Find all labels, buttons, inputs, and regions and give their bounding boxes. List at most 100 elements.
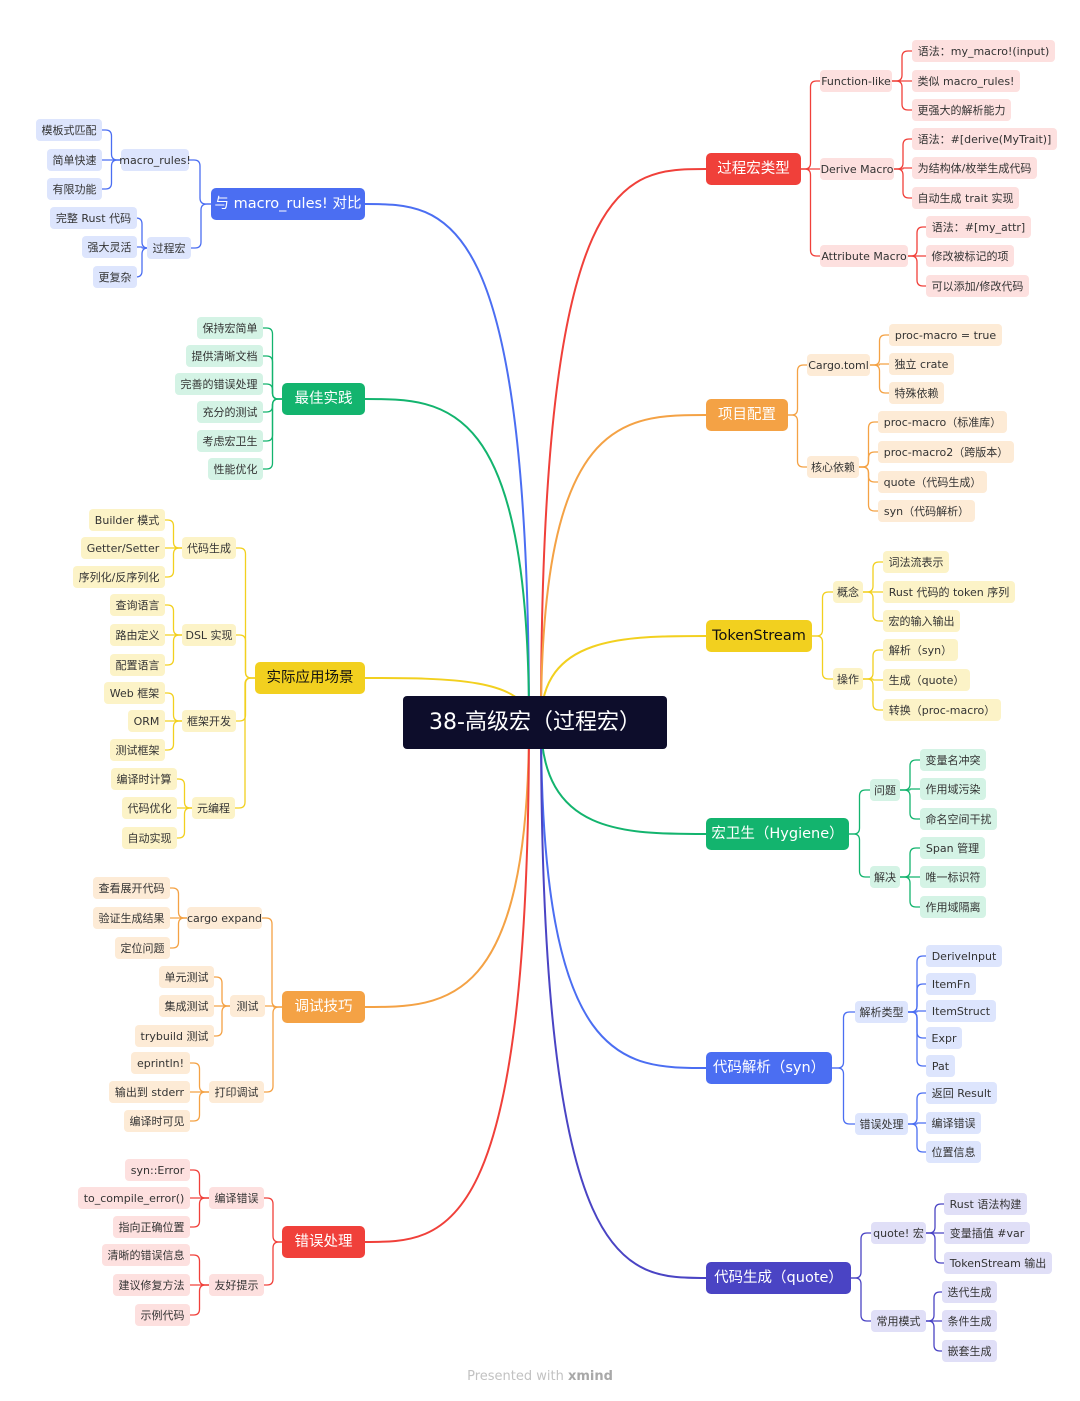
branch-topic[interactable]: 过程宏类型 [706, 153, 801, 185]
leaf-topic[interactable]: 嵌套生成 [942, 1340, 997, 1362]
leaf-topic[interactable]: trybuild 测试 [135, 1025, 214, 1047]
leaf-topic[interactable]: 编译时可见 [124, 1110, 190, 1132]
leaf-topic[interactable]: 路由定义 [110, 624, 165, 646]
leaf-topic[interactable]: ItemStruct [926, 1000, 996, 1022]
leaf-topic[interactable]: 自动生成 trait 实现 [912, 187, 1019, 209]
leaf-topic[interactable]: ItemFn [926, 973, 976, 995]
leaf-topic[interactable]: 词法流表示 [883, 551, 949, 573]
subtopic[interactable]: DSL 实现 [182, 624, 236, 646]
leaf-topic[interactable]: Getter/Setter [81, 537, 165, 559]
leaf-topic[interactable]: 唯一标识符 [920, 866, 986, 888]
branch-topic[interactable]: 调试技巧 [282, 991, 365, 1023]
leaf-topic[interactable]: 序列化/反序列化 [73, 566, 165, 588]
leaf-topic[interactable]: 宏的输入输出 [883, 610, 960, 632]
leaf-topic[interactable]: 代码优化 [122, 797, 177, 819]
leaf-topic[interactable]: syn（代码解析） [878, 500, 975, 522]
leaf-topic[interactable]: 命名空间干扰 [920, 808, 997, 830]
leaf-topic[interactable]: 语法：my_macro!(input) [912, 40, 1055, 62]
subtopic[interactable]: 问题 [870, 779, 900, 801]
root-topic[interactable]: 38-高级宏（过程宏） [403, 696, 667, 749]
leaf-topic[interactable]: 完整 Rust 代码 [50, 207, 137, 229]
subtopic[interactable]: 操作 [833, 668, 863, 690]
subtopic[interactable]: Attribute Macro [820, 245, 908, 267]
leaf-topic[interactable]: 示例代码 [135, 1304, 190, 1326]
leaf-topic[interactable]: 可以添加/修改代码 [926, 275, 1029, 297]
leaf-topic[interactable]: 返回 Result [926, 1082, 997, 1104]
leaf-topic[interactable]: 迭代生成 [942, 1281, 997, 1303]
leaf-topic[interactable]: 编译错误 [926, 1112, 981, 1134]
leaf-topic[interactable]: 位置信息 [926, 1141, 981, 1163]
branch-topic[interactable]: 代码解析（syn） [706, 1052, 832, 1084]
subtopic[interactable]: 过程宏 [147, 237, 191, 259]
leaf-topic[interactable]: 查询语言 [110, 594, 165, 616]
branch-topic[interactable]: TokenStream [706, 620, 812, 652]
leaf-topic[interactable]: Pat [926, 1055, 955, 1077]
subtopic[interactable]: 核心依赖 [807, 456, 859, 478]
leaf-topic[interactable]: 指向正确位置 [113, 1216, 190, 1238]
leaf-topic[interactable]: Builder 模式 [89, 509, 165, 531]
leaf-topic[interactable]: 配置语言 [110, 654, 165, 676]
leaf-topic[interactable]: 生成（quote） [883, 669, 970, 691]
leaf-topic[interactable]: proc-macro2（跨版本） [878, 441, 1014, 463]
leaf-topic[interactable]: 考虑宏卫生 [197, 430, 263, 452]
leaf-topic[interactable]: 定位问题 [115, 937, 170, 959]
leaf-topic[interactable]: 转换（proc-macro） [883, 699, 1001, 721]
leaf-topic[interactable]: 自动实现 [122, 827, 177, 849]
branch-topic[interactable]: 代码生成（quote） [706, 1262, 851, 1294]
leaf-topic[interactable]: proc-macro = true [889, 324, 1002, 346]
leaf-topic[interactable]: Rust 语法构建 [944, 1193, 1027, 1215]
leaf-topic[interactable]: 单元测试 [159, 966, 214, 988]
leaf-topic[interactable]: Expr [926, 1027, 962, 1049]
leaf-topic[interactable]: 解析（syn） [883, 639, 958, 661]
leaf-topic[interactable]: 测试框架 [110, 739, 165, 761]
leaf-topic[interactable]: 独立 crate [889, 353, 954, 375]
leaf-topic[interactable]: proc-macro（标准库） [878, 411, 1007, 433]
subtopic[interactable]: 元编程 [192, 797, 235, 819]
leaf-topic[interactable]: eprintln! [131, 1052, 190, 1074]
leaf-topic[interactable]: TokenStream 输出 [944, 1252, 1052, 1274]
leaf-topic[interactable]: 变量插值 #var [944, 1222, 1030, 1244]
leaf-topic[interactable]: 充分的测试 [197, 401, 263, 423]
subtopic[interactable]: 框架开发 [182, 710, 236, 732]
leaf-topic[interactable]: 提供清晰文档 [186, 345, 263, 367]
branch-topic[interactable]: 与 macro_rules! 对比 [211, 188, 365, 220]
subtopic[interactable]: 测试 [230, 995, 265, 1017]
leaf-topic[interactable]: 作用域污染 [920, 778, 986, 800]
subtopic[interactable]: Cargo.toml [807, 354, 870, 376]
leaf-topic[interactable]: 有限功能 [47, 178, 102, 200]
leaf-topic[interactable]: ORM [128, 710, 165, 732]
subtopic[interactable]: macro_rules! [119, 149, 191, 171]
leaf-topic[interactable]: Rust 代码的 token 序列 [883, 581, 1015, 603]
leaf-topic[interactable]: 清晰的错误信息 [102, 1244, 190, 1266]
leaf-topic[interactable]: 变量名冲突 [920, 749, 986, 771]
subtopic[interactable]: 错误处理 [855, 1113, 908, 1135]
leaf-topic[interactable]: 更强大的解析能力 [912, 99, 1011, 121]
subtopic[interactable]: 概念 [833, 581, 863, 603]
leaf-topic[interactable]: 修改被标记的项 [926, 245, 1014, 267]
subtopic[interactable]: 友好提示 [209, 1274, 264, 1296]
leaf-topic[interactable]: 类似 macro_rules! [912, 70, 1020, 92]
leaf-topic[interactable]: 更复杂 [93, 266, 137, 288]
subtopic[interactable]: 编译错误 [209, 1187, 264, 1209]
subtopic[interactable]: 打印调试 [209, 1081, 264, 1103]
leaf-topic[interactable]: 条件生成 [942, 1310, 997, 1332]
leaf-topic[interactable]: 作用域隔离 [920, 896, 986, 918]
leaf-topic[interactable]: 建议修复方法 [113, 1274, 190, 1296]
leaf-topic[interactable]: 语法：#[my_attr] [926, 216, 1031, 238]
leaf-topic[interactable]: Web 框架 [104, 682, 165, 704]
branch-topic[interactable]: 项目配置 [706, 399, 788, 431]
branch-topic[interactable]: 实际应用场景 [255, 662, 365, 694]
leaf-topic[interactable]: syn::Error [125, 1159, 190, 1181]
leaf-topic[interactable]: 保持宏简单 [197, 317, 263, 339]
subtopic[interactable]: Derive Macro [820, 158, 894, 180]
subtopic[interactable]: 解决 [870, 866, 900, 888]
subtopic[interactable]: 解析类型 [855, 1001, 908, 1023]
leaf-topic[interactable]: 性能优化 [208, 458, 263, 480]
subtopic[interactable]: quote! 宏 [871, 1222, 926, 1244]
subtopic[interactable]: cargo expand [187, 907, 262, 929]
leaf-topic[interactable]: 为结构体/枚举生成代码 [912, 157, 1037, 179]
leaf-topic[interactable]: to_compile_error() [78, 1187, 190, 1209]
leaf-topic[interactable]: 编译时计算 [111, 768, 177, 790]
subtopic[interactable]: Function-like [820, 70, 892, 92]
branch-topic[interactable]: 错误处理 [282, 1226, 365, 1258]
